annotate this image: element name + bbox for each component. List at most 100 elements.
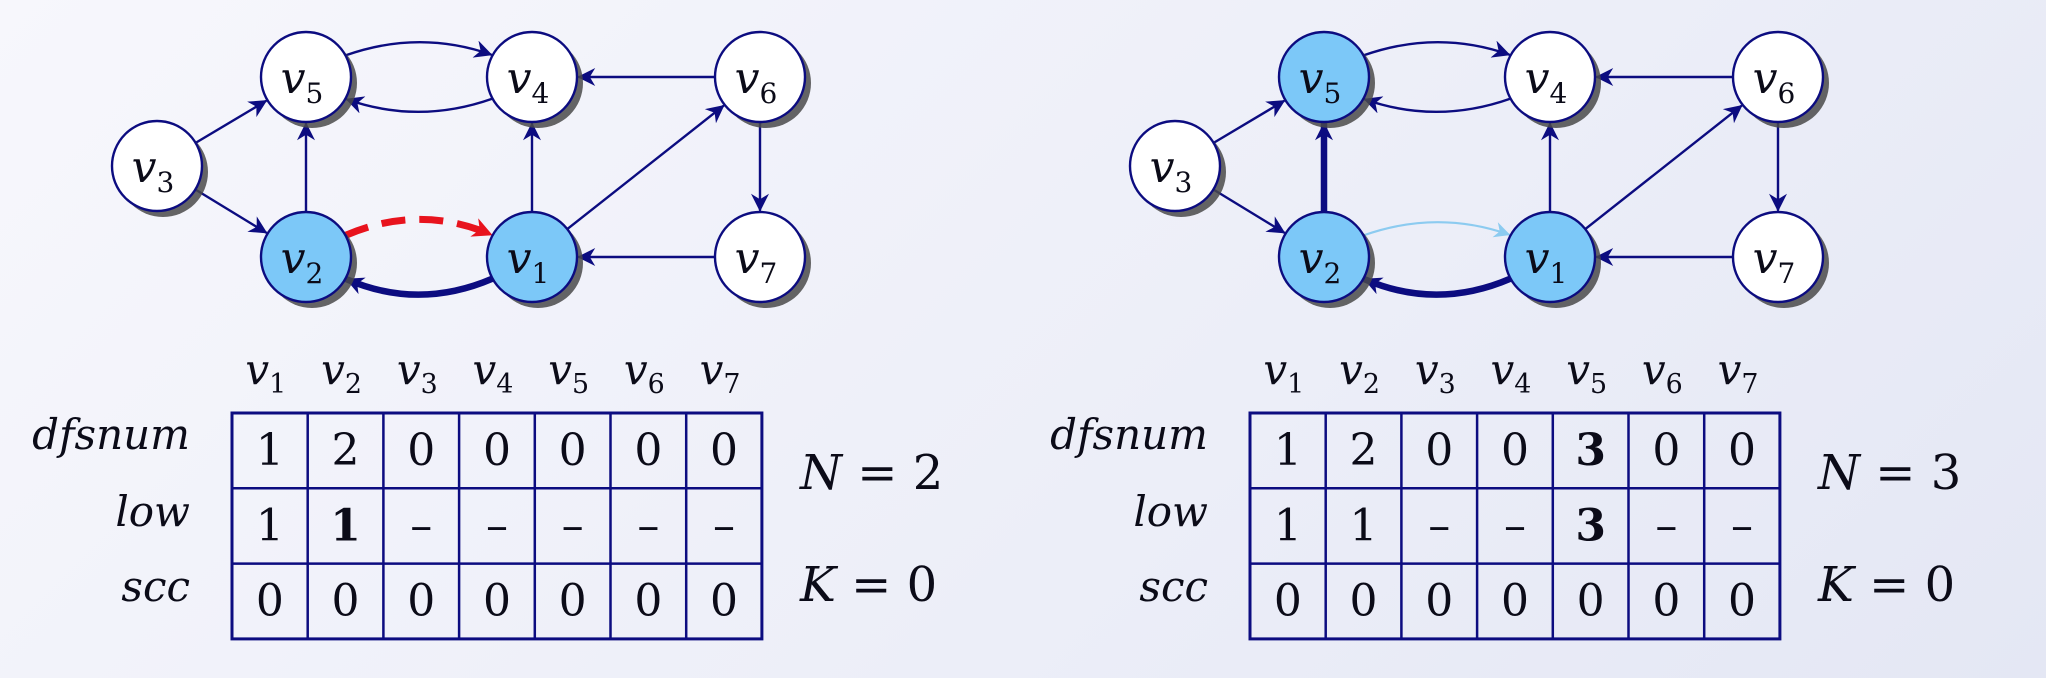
node-label: v1 bbox=[507, 233, 550, 290]
edge-v5-v4 bbox=[1362, 40, 1511, 58]
cell-scc-v1: 0 bbox=[1274, 576, 1302, 627]
node-label: v4 bbox=[507, 53, 550, 110]
node-v4: v4 bbox=[1503, 30, 1601, 128]
cell-scc-v6: 0 bbox=[634, 576, 662, 627]
cell-low-v2: 1 bbox=[330, 500, 361, 551]
cell-scc-v5: 0 bbox=[1577, 576, 1605, 627]
counters: N = 2 K = 0 bbox=[799, 445, 943, 613]
counters: N = 3K = 0 bbox=[1817, 445, 1961, 613]
node-v3: v3 bbox=[110, 119, 208, 217]
nodes: v1 v2 v3 v4 v5 v6 v7 bbox=[110, 30, 811, 308]
cell-scc-v3: 0 bbox=[1425, 576, 1453, 627]
cell-low-v3: – bbox=[410, 500, 432, 551]
cell-dfsnum-v7: 0 bbox=[1728, 425, 1756, 476]
node-label: v3 bbox=[132, 142, 175, 199]
cell-dfsnum-v2: 2 bbox=[332, 425, 360, 476]
node-v7: v7 bbox=[713, 210, 811, 308]
edge-v1-v2 bbox=[1361, 275, 1514, 298]
row-label-dfsnum: dfsnum bbox=[32, 410, 190, 459]
node-v1: v1 bbox=[1503, 210, 1601, 308]
counter-N: N = 3 bbox=[1817, 445, 1961, 501]
edge-v5-v4 bbox=[344, 40, 493, 58]
cell-scc-v4: 0 bbox=[1501, 576, 1529, 627]
node-label: v3 bbox=[1150, 142, 1193, 199]
edge-v1-v6 bbox=[566, 104, 725, 231]
column-header-v2: v2 bbox=[321, 345, 362, 400]
node-label: v7 bbox=[735, 233, 778, 290]
node-label: v5 bbox=[281, 53, 324, 110]
cell-dfsnum-v4: 0 bbox=[1501, 425, 1529, 476]
nodes: v1 v2 v3 v4 v5 v6 v7 bbox=[1128, 30, 1829, 308]
edge-v2-v1 bbox=[1362, 221, 1511, 238]
cell-low-v1: 1 bbox=[256, 500, 284, 551]
column-header-v6: v6 bbox=[1642, 345, 1683, 400]
node-label: v5 bbox=[1299, 53, 1342, 110]
column-header-v3: v3 bbox=[397, 345, 438, 400]
column-header-v4: v4 bbox=[473, 345, 514, 400]
cell-scc-v7: 0 bbox=[710, 576, 738, 627]
cell-dfsnum-v3: 0 bbox=[1425, 425, 1453, 476]
node-label: v2 bbox=[1299, 233, 1342, 290]
cell-scc-v6: 0 bbox=[1652, 576, 1680, 627]
table-border bbox=[230, 411, 764, 641]
column-header-v7: v7 bbox=[700, 345, 741, 400]
counter-K: K = 0 bbox=[799, 557, 937, 613]
cell-low-v7: – bbox=[1731, 500, 1753, 551]
node-label: v6 bbox=[1753, 53, 1796, 110]
node-v4: v4 bbox=[485, 30, 583, 128]
node-v2: v2 bbox=[259, 210, 357, 308]
edge-v3-v5 bbox=[194, 99, 268, 145]
graph: v1 v2 v3 v4 v5 v6 v7 bbox=[1128, 30, 1829, 308]
edge-v3-v2 bbox=[194, 188, 268, 234]
cell-low-v2: 1 bbox=[1350, 500, 1378, 551]
cell-scc-v1: 0 bbox=[256, 576, 284, 627]
node-label: v4 bbox=[1525, 53, 1568, 110]
edge-v1-v2 bbox=[343, 275, 496, 298]
edge-v1-v6 bbox=[1584, 104, 1743, 231]
row-label-scc: scc bbox=[1139, 562, 1208, 611]
cell-dfsnum-v6: 0 bbox=[1652, 425, 1680, 476]
node-v6: v6 bbox=[713, 30, 811, 128]
cell-low-v6: – bbox=[1655, 500, 1677, 551]
cell-low-v4: – bbox=[486, 500, 508, 551]
edge-v4-v5 bbox=[1363, 96, 1512, 114]
cell-low-v7: – bbox=[713, 500, 735, 551]
cell-dfsnum-v1: 1 bbox=[256, 425, 284, 476]
column-header-v1: v1 bbox=[245, 345, 286, 400]
node-v3: v3 bbox=[1128, 119, 1226, 217]
cell-dfsnum-v3: 0 bbox=[407, 425, 435, 476]
edges bbox=[194, 40, 769, 298]
cell-dfsnum-v5: 0 bbox=[559, 425, 587, 476]
cell-scc-v3: 0 bbox=[407, 576, 435, 627]
row-label-low: low bbox=[1133, 487, 1208, 536]
cell-scc-v2: 0 bbox=[1350, 576, 1378, 627]
cell-low-v1: 1 bbox=[1274, 500, 1302, 551]
column-header-v5: v5 bbox=[1566, 345, 1607, 400]
node-v7: v7 bbox=[1731, 210, 1829, 308]
row-label-dfsnum: dfsnum bbox=[1050, 410, 1208, 459]
cell-dfsnum-v1: 1 bbox=[1274, 425, 1302, 476]
node-v5: v5 bbox=[259, 30, 357, 128]
node-label: v6 bbox=[735, 53, 778, 110]
counter-N: N = 2 bbox=[799, 445, 943, 501]
cell-scc-v2: 0 bbox=[332, 576, 360, 627]
cell-low-v3: – bbox=[1428, 500, 1450, 551]
node-label: v2 bbox=[281, 233, 324, 290]
edges bbox=[1212, 40, 1787, 298]
node-label: v7 bbox=[1753, 233, 1796, 290]
table-border bbox=[1248, 411, 1782, 641]
cell-dfsnum-v4: 0 bbox=[483, 425, 511, 476]
edge-v3-v2 bbox=[1212, 188, 1286, 234]
cell-dfsnum-v7: 0 bbox=[710, 425, 738, 476]
column-header-v1: v1 bbox=[1263, 345, 1304, 400]
edge-v3-v5 bbox=[1212, 99, 1286, 145]
node-v2: v2 bbox=[1277, 210, 1375, 308]
edge-v2-v1 bbox=[344, 215, 493, 239]
column-header-v6: v6 bbox=[624, 345, 665, 400]
cell-low-v5: 3 bbox=[1575, 500, 1606, 551]
